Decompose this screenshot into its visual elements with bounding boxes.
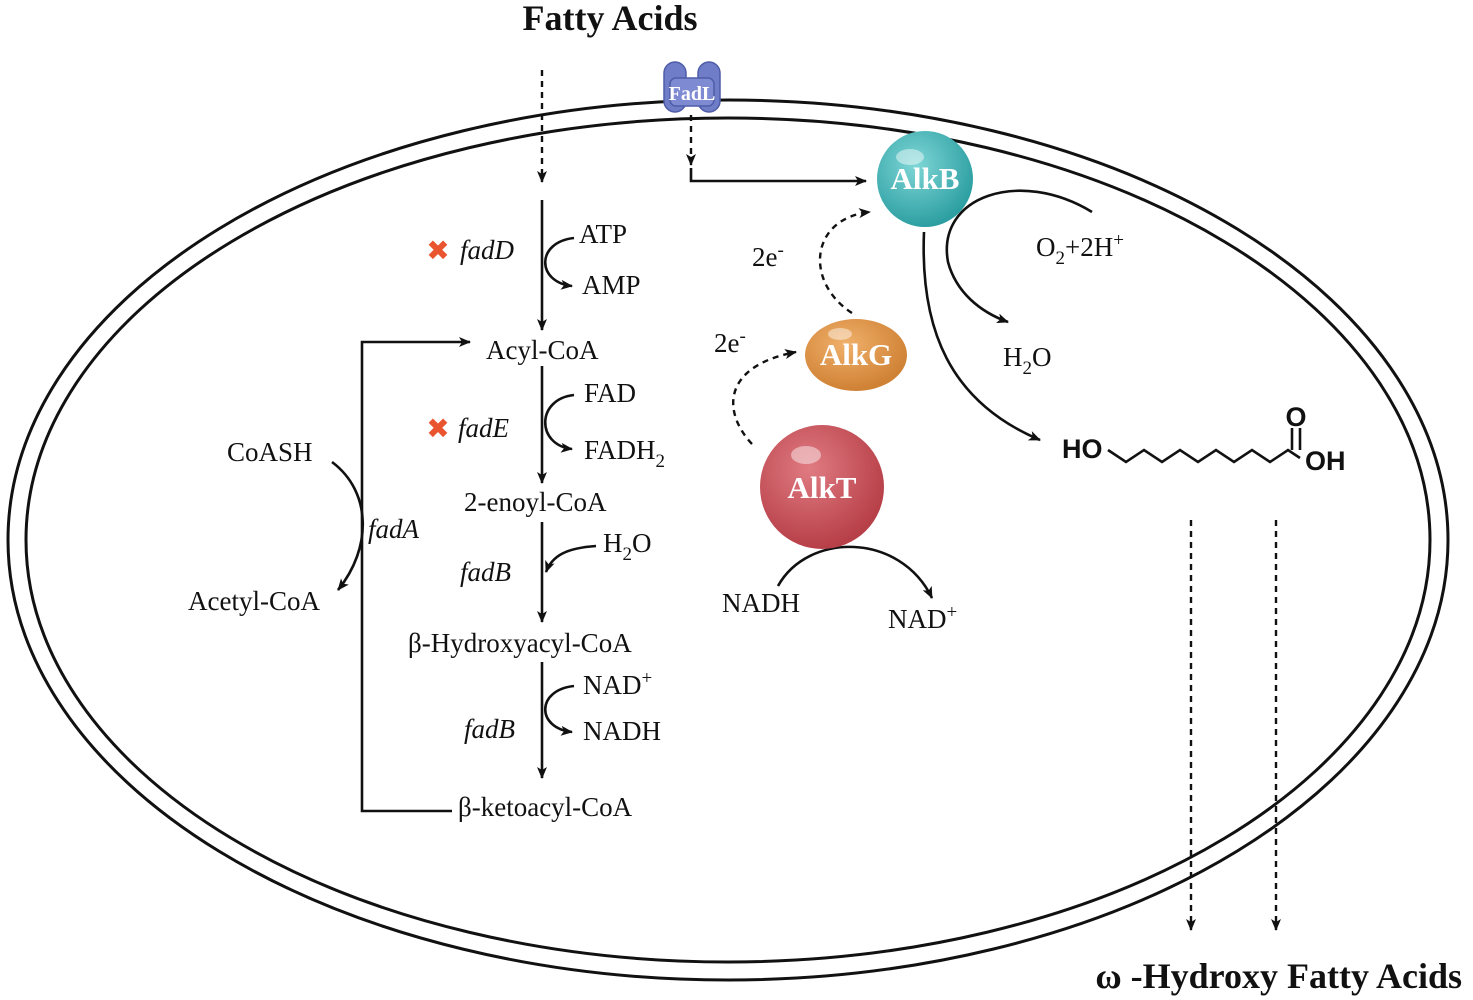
hydroxyl-group-label: HO <box>1062 434 1103 464</box>
alkg-enzyme: AlkG <box>805 319 907 391</box>
alkb-enzyme: AlkB <box>877 131 973 227</box>
hydroxyacyl-coa-label: β-Hydroxyacyl-CoA <box>408 628 632 658</box>
enoyl-coa-label: 2-enoyl-CoA <box>464 487 607 517</box>
inner-membrane <box>24 116 1432 964</box>
gene-fada: fadA <box>368 514 420 544</box>
alkt-enzyme: AlkT <box>760 425 884 549</box>
nad-label-beta: NAD+ <box>583 668 652 700</box>
alkb-label: AlkB <box>891 161 960 196</box>
title-hydroxy-fatty-acids: ω -Hydroxy Fatty Acids <box>1095 956 1462 996</box>
alkt-label: AlkT <box>788 470 857 505</box>
nadh-label-alkt: NADH <box>722 588 800 618</box>
recycle-loop-arrow <box>360 337 471 813</box>
gene-fadb-1: fadB <box>460 557 511 587</box>
hydroxy-fatty-acid-structure: HO O OH <box>1062 402 1346 476</box>
two-electrons-upper: 2e- <box>752 240 784 272</box>
gene-fadb-2: fadB <box>464 714 515 744</box>
h2o-label-alkb: H2O <box>1003 342 1052 379</box>
nadh-label-beta: NADH <box>583 716 661 746</box>
fadl-to-alkb-arrow <box>689 168 867 186</box>
fade-knockout-icon: ✖ <box>426 412 449 445</box>
alkg-to-alkb-electron-arrow <box>818 208 871 315</box>
carboxyl-oh-label: OH <box>1305 446 1346 476</box>
nad-nadh-curve <box>544 684 575 736</box>
h2o-label-beta: H2O <box>603 528 652 565</box>
fad-fadh2-curve <box>544 393 575 453</box>
alkg-label: AlkG <box>820 337 892 372</box>
acyl-coa-label: Acyl-CoA <box>486 335 599 365</box>
atp-amp-curve <box>544 236 575 290</box>
carbon-chain <box>1107 448 1301 464</box>
alkb-to-product-curve <box>922 231 1041 442</box>
fadh2-label: FADH2 <box>584 435 665 472</box>
atp-label: ATP <box>579 219 627 249</box>
coash-label: CoASH <box>227 437 313 467</box>
alkt-to-alkg-electron-arrow <box>732 349 797 445</box>
fadl-label: FadL <box>669 83 716 105</box>
fadl-transporter: FadL <box>663 61 721 113</box>
o2-2h-label: O2+2H+ <box>1036 230 1124 269</box>
ketoacyl-coa-label: β-ketoacyl-CoA <box>458 792 633 822</box>
gene-fade: fadE <box>458 413 510 443</box>
acetyl-coa-label: Acetyl-CoA <box>188 586 320 616</box>
title-fatty-acids: Fatty Acids <box>523 0 698 38</box>
coash-acetyl-curve <box>331 460 365 591</box>
carbonyl-oxygen-label: O <box>1285 402 1306 432</box>
two-electrons-lower: 2e- <box>714 326 746 358</box>
h2o-curve <box>544 544 597 573</box>
nadh-to-nad-curve <box>776 545 934 599</box>
o2-to-h2o-curve <box>945 189 1093 324</box>
fadd-knockout-icon: ✖ <box>426 234 449 267</box>
fad-label: FAD <box>584 378 636 408</box>
nad-label-alkt: NAD+ <box>888 602 957 634</box>
gene-fadd: fadD <box>460 235 515 265</box>
amp-label: AMP <box>582 270 641 300</box>
outer-membrane <box>6 98 1450 982</box>
